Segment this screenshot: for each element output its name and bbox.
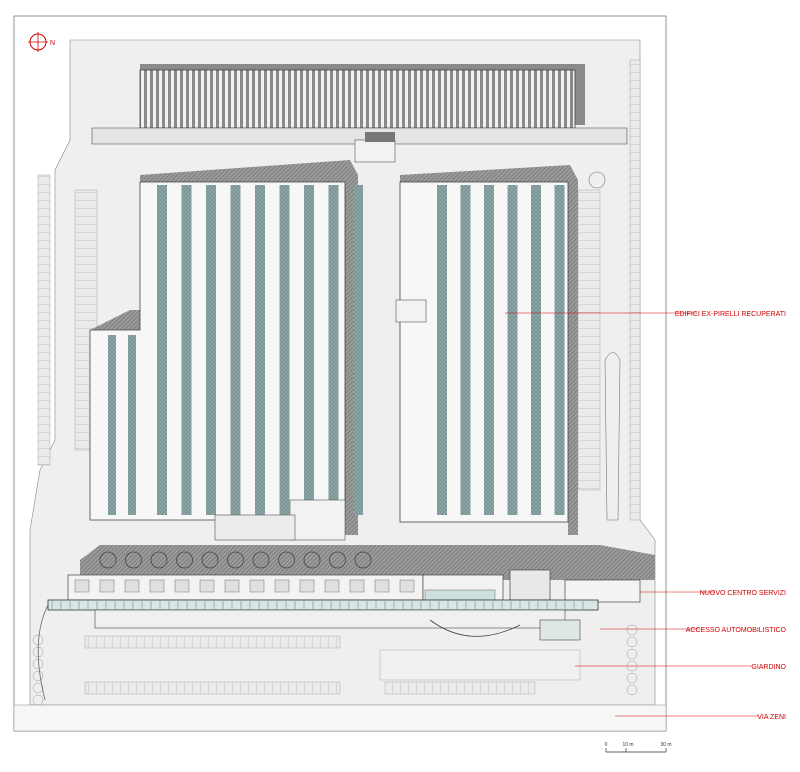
roof-stripe — [328, 185, 339, 515]
unit-block — [299, 579, 315, 593]
left-building-block-2 — [214, 514, 296, 541]
roof-stripe — [279, 185, 290, 515]
service-centre-east — [564, 579, 641, 603]
service-centre-tower — [509, 569, 551, 601]
roof-stripe — [353, 185, 363, 515]
label-giardino: GIARDINO — [751, 664, 786, 671]
tree-icon — [176, 551, 193, 569]
right-building-annex — [395, 299, 427, 323]
garden-area — [379, 649, 581, 681]
label-via: VIA ZENI — [757, 714, 786, 721]
north-arrow-icon: N — [28, 32, 55, 52]
left-building-roof-stripes — [108, 185, 363, 515]
top-building-annex — [354, 139, 396, 163]
unit-block — [374, 579, 390, 593]
tree-icon — [201, 551, 219, 569]
service-centre-right-glass — [424, 589, 496, 601]
roof-stripe — [304, 185, 314, 515]
parking-right-outer — [629, 59, 641, 521]
tree-icon — [32, 694, 44, 706]
roof-stripe — [128, 335, 136, 515]
roof-stripe — [484, 185, 494, 515]
north-letter: N — [50, 40, 55, 47]
left-curve-edge — [37, 604, 49, 701]
top-building-roof — [139, 69, 576, 129]
unit-block — [124, 579, 140, 593]
unit-block — [74, 579, 90, 593]
unit-block — [174, 579, 190, 593]
service-centre-curve — [429, 619, 521, 637]
parking-bottom-1 — [84, 635, 341, 649]
tree-icon — [150, 551, 168, 569]
unit-block — [199, 579, 215, 593]
service-centre-lower — [94, 609, 566, 629]
tree-icon — [252, 551, 270, 569]
parking-left-outer — [37, 174, 51, 466]
roof-stripe — [181, 185, 192, 515]
unit-block — [349, 579, 365, 593]
unit-block — [399, 579, 415, 593]
tree-icon — [626, 648, 638, 660]
parking-bottom-3 — [384, 681, 536, 695]
parking-bottom-2 — [84, 681, 341, 695]
roof-stripe — [460, 185, 471, 515]
service-centre-gallery — [47, 599, 599, 611]
gallery-mullions — [51, 579, 584, 609]
tree-icon — [329, 551, 346, 569]
tree-icon — [32, 670, 44, 682]
roundabout — [588, 171, 606, 189]
access-ramp — [539, 619, 581, 641]
roof-stripe — [108, 335, 116, 515]
unit-block — [149, 579, 165, 593]
unit-block — [249, 579, 265, 593]
scale-tick-30: 30 m — [660, 742, 671, 748]
tree-icon — [354, 551, 372, 569]
left-building-block — [289, 499, 346, 541]
unit-block — [324, 579, 340, 593]
roof-stripe — [531, 185, 541, 515]
unit-block — [224, 579, 240, 593]
scale-bar: 0 10 m 30 m — [605, 742, 672, 753]
roof-stripe — [507, 185, 518, 515]
roof-stripe — [255, 185, 265, 515]
roof-stripe — [554, 185, 565, 515]
unit-block — [274, 579, 290, 593]
tree-icon — [626, 672, 638, 684]
label-accesso: ACCESSO AUTOMOBILISTICO — [686, 627, 787, 634]
parking-right — [577, 189, 601, 491]
tree-icon — [303, 551, 321, 569]
scale-tick-10: 10 m — [622, 742, 633, 748]
service-centre-upper — [67, 574, 424, 601]
label-edifici: EDIFICI EX-PIRELLI RECUPERATI — [675, 311, 786, 318]
right-building-roof-stripes — [437, 185, 565, 515]
tree-icon — [32, 658, 44, 670]
scale-tick-0: 0 — [605, 742, 608, 748]
annex-shadow — [365, 132, 395, 142]
tree-icon — [227, 551, 244, 569]
tree-icon — [125, 551, 142, 569]
tree-icon — [278, 551, 295, 569]
label-centro: NUOVO CENTRO SERVIZI — [700, 590, 786, 597]
roof-stripe — [206, 185, 216, 515]
roof-stripe — [157, 185, 167, 515]
tree-icon — [99, 551, 117, 569]
tree-icon — [626, 636, 638, 648]
unit-block — [99, 579, 115, 593]
roof-stripe — [437, 185, 447, 515]
right-drop-island — [604, 352, 621, 521]
tree-icon — [626, 684, 638, 696]
left-building-shadow-2 — [90, 310, 140, 330]
via-zeni-road — [13, 704, 667, 732]
tree-icon — [626, 624, 638, 636]
tree-icon — [32, 682, 44, 694]
roof-stripe — [230, 185, 241, 515]
